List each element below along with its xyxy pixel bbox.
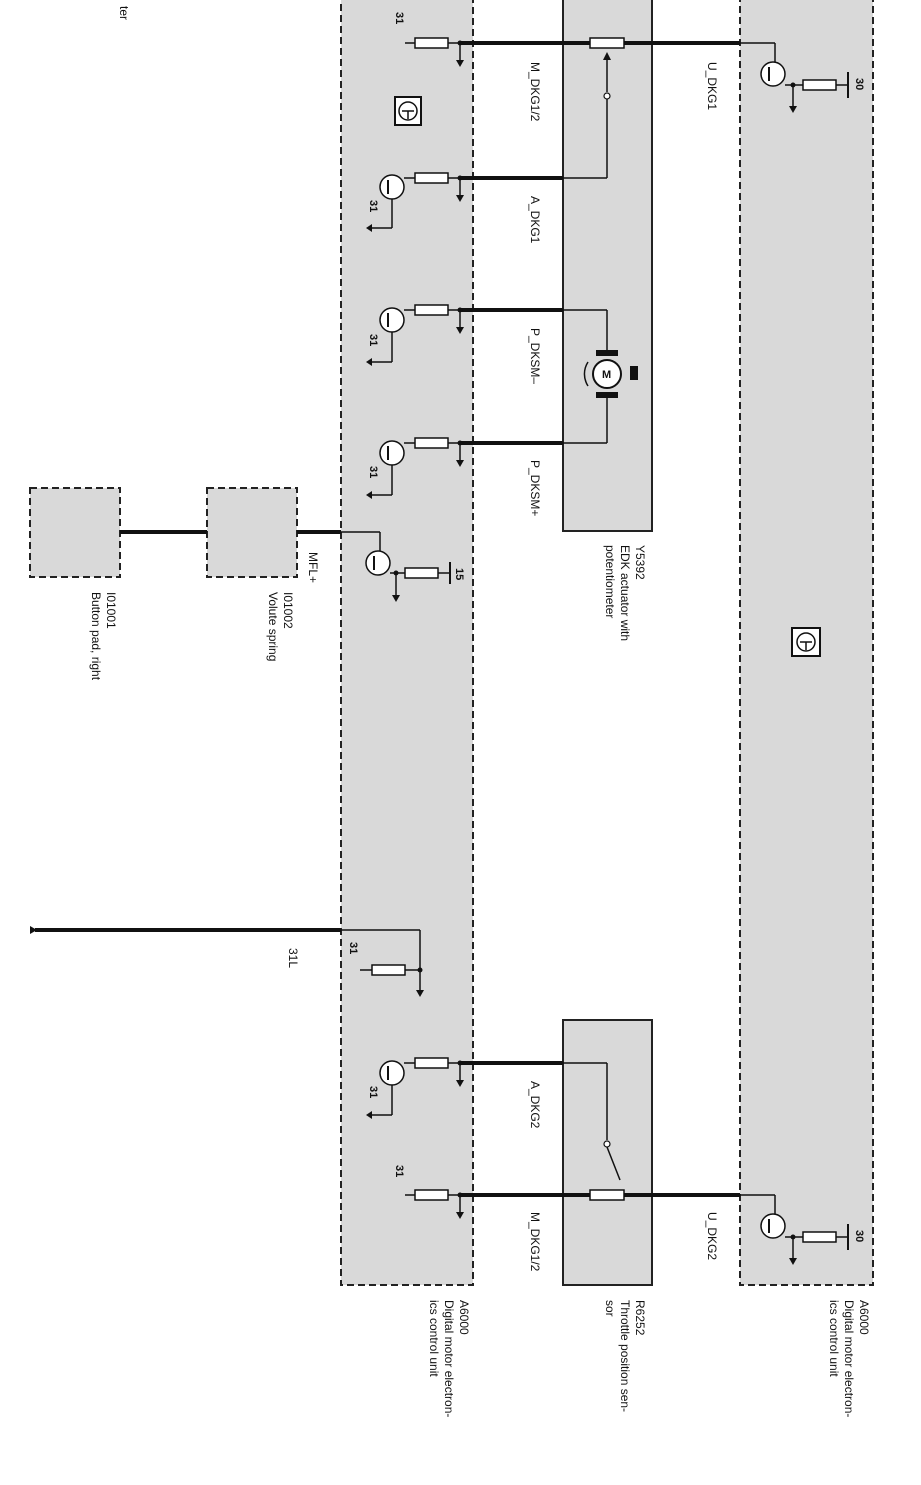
svg-text:sor: sor xyxy=(603,1300,617,1317)
svg-text:A6000: A6000 xyxy=(857,1300,871,1335)
potentiometer-icon xyxy=(563,37,625,179)
caption-a6000-left: A6000 Digital motor electron- ics contro… xyxy=(427,1300,471,1417)
svg-text:Volute spring: Volute spring xyxy=(266,592,280,661)
svg-text:Throttle position sen-: Throttle position sen- xyxy=(618,1300,632,1412)
chip-symbol-icon xyxy=(394,96,422,126)
transistor-icon xyxy=(366,172,464,232)
resistor-icon xyxy=(405,1189,464,1219)
transistor-icon xyxy=(366,304,464,366)
pin-31: 31 xyxy=(367,466,379,478)
pin-31: 31 xyxy=(393,12,405,24)
pin-15: 15 xyxy=(453,568,465,580)
label-u-dkg1: U_DKG1 xyxy=(705,62,719,110)
svg-text:EDK actuator with: EDK actuator with xyxy=(618,545,632,641)
label-a-dkg2: A_DKG2 xyxy=(528,1081,542,1129)
label-m-dkg12-bottom: M_DKG1/2 xyxy=(528,1212,542,1272)
potentiometer-icon xyxy=(563,1062,625,1201)
caption-i01002: I01002 Volute spring xyxy=(266,592,295,661)
svg-text:potentiometer: potentiometer xyxy=(603,545,617,618)
resistor-icon xyxy=(341,929,424,997)
svg-text:Y5392: Y5392 xyxy=(633,545,647,580)
label-p-dksm-plus: P_DKSM+ xyxy=(528,460,542,516)
label-31l: 31L xyxy=(286,948,300,968)
button-pad-box xyxy=(29,487,121,578)
chip-symbol-icon xyxy=(791,627,821,657)
ecu-left-box xyxy=(340,0,474,1286)
volute-spring-box xyxy=(206,487,298,578)
transistor-icon xyxy=(341,531,451,602)
pin-31: 31 xyxy=(347,942,359,954)
svg-text:M: M xyxy=(602,369,611,381)
pin-31: 31 xyxy=(367,1086,379,1098)
pin-30: 30 xyxy=(853,1230,865,1242)
caption-y5392: Y5392 EDK actuator with potentiometer xyxy=(603,545,647,641)
motor-icon: M xyxy=(563,309,638,444)
svg-text:I01001: I01001 xyxy=(104,592,118,629)
label-m-dkg12-top: M_DKG1/2 xyxy=(528,62,542,122)
label-a-dkg1: A_DKG1 xyxy=(528,196,542,244)
caption-r6252: R6252 Throttle position sen- sor xyxy=(603,1300,647,1412)
transistor-icon xyxy=(366,1057,464,1119)
throttle-sensor-box xyxy=(562,1019,653,1286)
resistor-icon xyxy=(405,37,464,67)
svg-text:A6000: A6000 xyxy=(457,1300,471,1335)
svg-text:I01002: I01002 xyxy=(281,592,295,629)
svg-text:Button pad, right: Button pad, right xyxy=(89,592,103,681)
svg-text:ics control unit: ics control unit xyxy=(427,1300,441,1377)
pin-31: 31 xyxy=(367,334,379,346)
caption-i01001: I01001 Button pad, right xyxy=(89,592,118,681)
transistor-icon xyxy=(366,437,464,499)
svg-text:ics control unit: ics control unit xyxy=(827,1300,841,1377)
header-fragment: ter xyxy=(117,6,131,20)
label-mfl-plus: MFL+ xyxy=(306,552,320,583)
svg-text:Digital motor electron-: Digital motor electron- xyxy=(842,1300,856,1417)
pin-31: 31 xyxy=(367,200,379,212)
label-u-dkg2: U_DKG2 xyxy=(705,1212,719,1260)
caption-a6000-right: A6000 Digital motor electron- ics contro… xyxy=(827,1300,871,1417)
pin-30: 30 xyxy=(853,78,865,90)
svg-text:Digital motor electron-: Digital motor electron- xyxy=(442,1300,456,1417)
svg-text:R6252: R6252 xyxy=(633,1300,647,1336)
transistor-icon xyxy=(740,1194,849,1265)
label-p-dksm-minus: P_DKSM– xyxy=(528,328,542,384)
transistor-icon xyxy=(740,42,849,113)
pin-31: 31 xyxy=(393,1165,405,1177)
